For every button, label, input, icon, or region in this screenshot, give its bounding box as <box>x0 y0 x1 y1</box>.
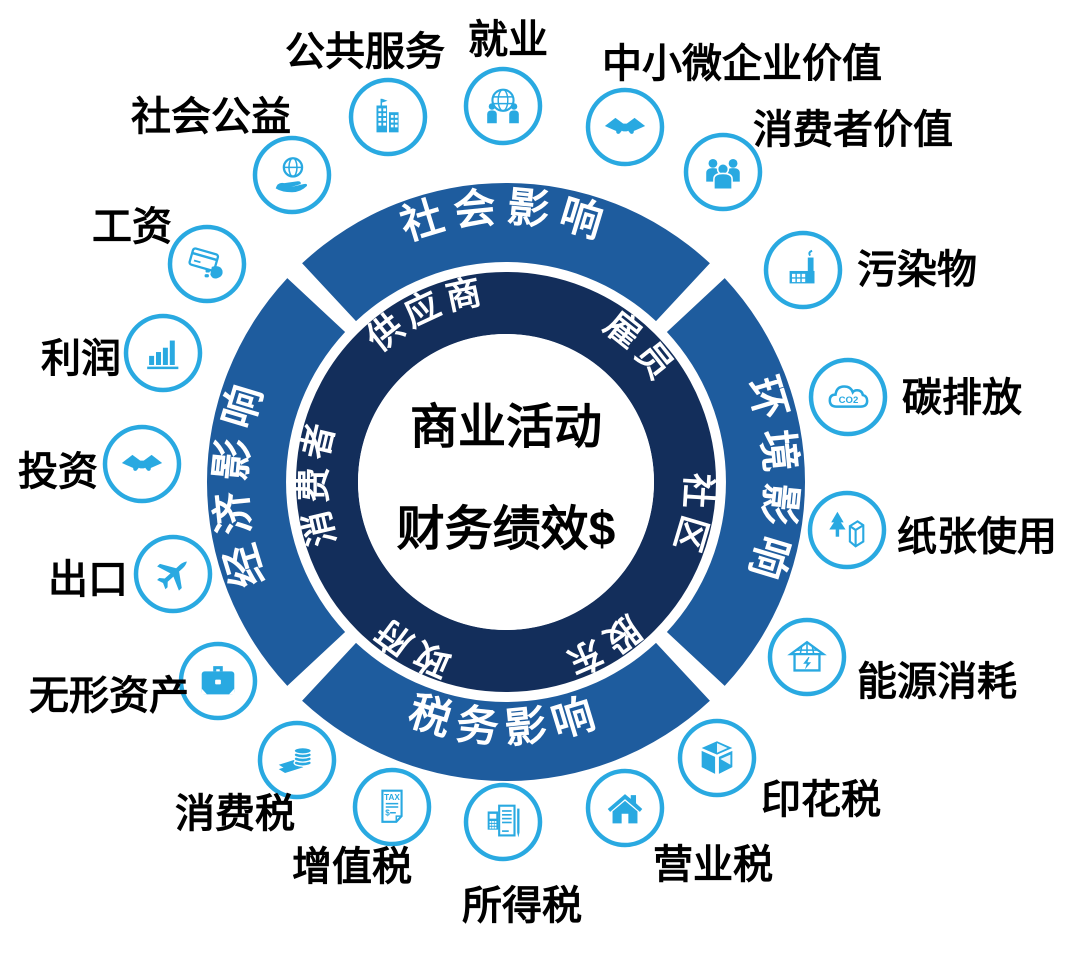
satellite-intangible-assets: 无形资产 <box>29 641 258 721</box>
satellite-label: 公共服务 <box>285 30 445 74</box>
icon-ring <box>348 77 428 157</box>
satellite-paper-use: 纸张使用 <box>807 490 1057 570</box>
center-text-line1: 商业活动 <box>410 401 602 454</box>
satellite-social-welfare: 社会公益 <box>131 95 332 215</box>
satellite-label: 能源消耗 <box>857 660 1017 704</box>
satellite-label: 污染物 <box>857 248 977 292</box>
icon-ring <box>167 224 247 304</box>
quadrant-tax-impact <box>302 642 710 782</box>
satellite-label: 纸张使用 <box>897 515 1057 559</box>
satellite-carbon-emissions: 碳排放 <box>808 357 1022 437</box>
satellite-label: 出口 <box>48 558 128 602</box>
satellite-label: 工资 <box>92 205 172 249</box>
satellite-label: 利润 <box>41 337 121 381</box>
satellite-pollutants: 污染物 <box>763 230 977 310</box>
inner-ring-label-consumer: 消费者 <box>295 414 343 549</box>
satellite-label: 营业税 <box>653 843 773 887</box>
satellite-stamp-tax: 印花税 <box>677 718 881 822</box>
stakeholder-ring-band <box>296 272 716 692</box>
satellite-label: 中小微企业价值 <box>602 41 882 86</box>
quadrant-social-impact <box>302 182 710 322</box>
satellite-label: 所得税 <box>462 884 582 928</box>
satellite-profit: 利润 <box>41 313 203 393</box>
icon-ring <box>677 718 757 798</box>
quadrant-environment-impact <box>666 278 806 686</box>
icon-ring <box>807 490 887 570</box>
satellite-vat: 增值税 <box>292 767 432 889</box>
satellite-label: 投资 <box>18 450 98 494</box>
satellite-wages: 工资 <box>92 205 247 304</box>
satellite-label: 碳排放 <box>902 376 1022 420</box>
center-circle: 商业活动 财务绩效$ <box>358 334 654 630</box>
satellite-label: 社会公益 <box>131 95 291 139</box>
satellite-consumption-tax: 消费税 <box>175 720 337 836</box>
satellite-label: 增值税 <box>292 845 412 889</box>
icon-ring <box>763 230 843 310</box>
satellite-income-tax: 所得税 <box>462 782 582 928</box>
quadrant-economic-impact <box>206 278 346 686</box>
satellite-sme-value: 中小微企业价值 <box>585 41 882 167</box>
satellite-business-tax: 营业税 <box>585 768 773 887</box>
tax-document-icon <box>381 789 403 823</box>
satellite-label: 消费税 <box>175 792 295 836</box>
icon-ring <box>463 66 543 146</box>
icon-ring <box>252 135 332 215</box>
satellite-label: 消费者价值 <box>753 108 953 152</box>
satellite-exports: 出口 <box>48 534 213 614</box>
satellite-employment: 就业 <box>463 18 548 146</box>
satellite-label: 印花税 <box>761 778 881 822</box>
icon-ring <box>767 617 847 697</box>
satellite-public-services: 公共服务 <box>285 30 445 157</box>
satellite-label: 就业 <box>468 18 548 62</box>
satellite-energy-consumption: 能源消耗 <box>767 617 1017 704</box>
satellite-label: 无形资产 <box>29 674 189 718</box>
satellite-consumer-value: 消费者价值 <box>683 108 953 212</box>
satellite-investment: 投资 <box>18 424 182 504</box>
center-disc <box>358 334 654 630</box>
center-text-line2: 财务绩效$ <box>397 503 616 556</box>
